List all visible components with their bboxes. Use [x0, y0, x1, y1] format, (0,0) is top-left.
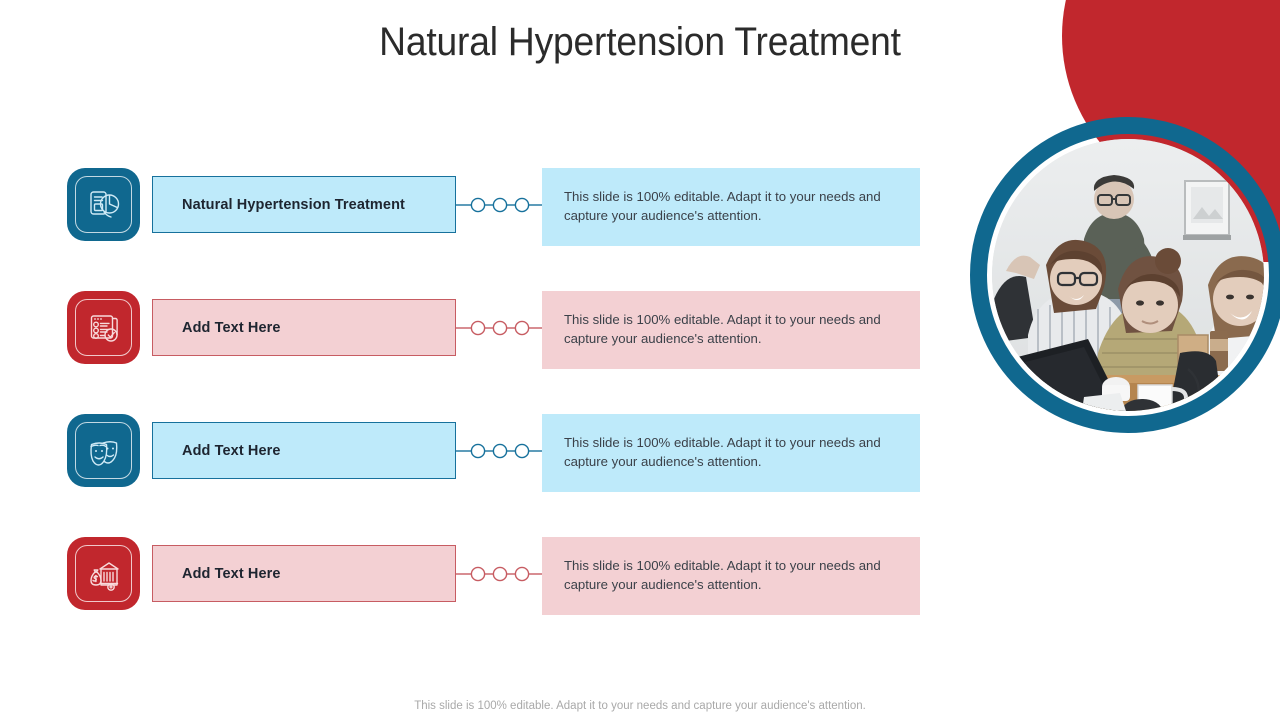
- connector-line: [456, 190, 544, 220]
- report-analytics-icon: [75, 176, 132, 233]
- label-box[interactable]: Natural Hypertension Treatment: [152, 176, 456, 233]
- row-label: Add Text Here: [182, 319, 281, 336]
- list-item: Add Text Here This slide is 100% editabl…: [0, 291, 960, 369]
- row-label: Natural Hypertension Treatment: [182, 196, 405, 213]
- row-label: Add Text Here: [182, 442, 281, 459]
- description-box[interactable]: This slide is 100% editable. Adapt it to…: [542, 537, 920, 615]
- connector-line: [456, 436, 544, 466]
- footer-note: This slide is 100% editable. Adapt it to…: [414, 700, 866, 712]
- team-photo: [992, 139, 1264, 411]
- page-title: Natural Hypertension Treatment: [379, 20, 901, 64]
- label-box[interactable]: Add Text Here: [152, 545, 456, 602]
- teal-ring-shape: [970, 117, 1280, 433]
- icon-tile[interactable]: [67, 537, 140, 610]
- label-box[interactable]: Add Text Here: [152, 299, 456, 356]
- description-box[interactable]: This slide is 100% editable. Adapt it to…: [542, 291, 920, 369]
- row-description: This slide is 100% editable. Adapt it to…: [564, 189, 881, 223]
- description-box[interactable]: This slide is 100% editable. Adapt it to…: [542, 168, 920, 246]
- row-label: Add Text Here: [182, 565, 281, 582]
- row-description: This slide is 100% editable. Adapt it to…: [564, 312, 881, 346]
- icon-tile[interactable]: [67, 291, 140, 364]
- list-item: Add Text Here This slide is 100% editabl…: [0, 414, 960, 492]
- list-item: Add Text Here This slide is 100% editabl…: [0, 537, 960, 615]
- icon-tile[interactable]: [67, 168, 140, 241]
- connector-line: [456, 313, 544, 343]
- description-box[interactable]: This slide is 100% editable. Adapt it to…: [542, 414, 920, 492]
- row-description: This slide is 100% editable. Adapt it to…: [564, 558, 881, 592]
- label-box[interactable]: Add Text Here: [152, 422, 456, 479]
- connector-line: [456, 559, 544, 589]
- theater-masks-icon: [75, 422, 132, 479]
- checklist-clipboard-icon: [75, 299, 132, 356]
- icon-tile[interactable]: [67, 414, 140, 487]
- row-description: This slide is 100% editable. Adapt it to…: [564, 435, 881, 469]
- bank-money-icon: [75, 545, 132, 602]
- decorative-artwork: [950, 0, 1280, 460]
- list-item: Natural Hypertension Treatment This slid…: [0, 168, 960, 246]
